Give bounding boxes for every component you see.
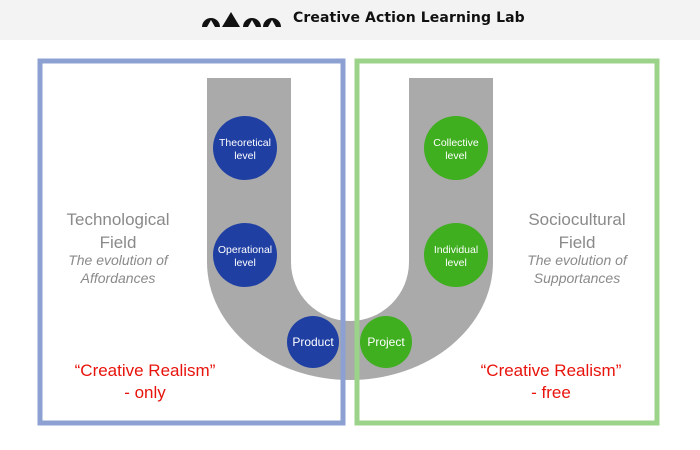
header-title: Creative Action Learning Lab — [293, 10, 525, 26]
sociocultural-field-title: Sociocultural — [528, 210, 625, 229]
project-node — [360, 316, 412, 368]
technological-field-subtitle-line2: Affordances — [80, 270, 156, 286]
collective-level-node — [424, 116, 488, 180]
left-realism-label: “Creative Realism” — [75, 361, 216, 380]
product-label: Product — [292, 335, 334, 349]
operational-level-label: Operational — [218, 244, 272, 256]
project-label: Project — [367, 335, 405, 349]
collective-level-label: Collective — [433, 137, 479, 149]
header-bar: Creative Action Learning Lab — [0, 0, 700, 40]
individual-level-label-line2: level — [445, 257, 467, 269]
sociocultural-field-title-line2: Field — [559, 233, 596, 252]
right-realism-label: “Creative Realism” — [481, 361, 622, 380]
technological-field-title-line2: Field — [100, 233, 137, 252]
collective-level-label-line2: level — [445, 150, 467, 162]
theoretical-level-label: Theoretical — [219, 137, 271, 149]
operational-level-node — [213, 223, 277, 287]
product-node — [287, 316, 339, 368]
technological-field-title: Technological — [66, 210, 169, 229]
theoretical-level-node — [213, 116, 277, 180]
right-realism-qualifier: - free — [531, 383, 571, 402]
individual-level-label: Individual — [434, 244, 478, 256]
individual-level-node — [424, 223, 488, 287]
call-logo — [202, 12, 281, 27]
u-shape — [207, 78, 493, 380]
sociocultural-field-frame — [354, 58, 660, 426]
sociocultural-field-subtitle: The evolution of — [527, 252, 629, 268]
left-realism-qualifier: - only — [124, 383, 166, 402]
operational-level-label-line2: level — [234, 257, 256, 269]
technological-field-frame — [37, 58, 346, 426]
sociocultural-field-subtitle-line2: Supportances — [534, 270, 620, 286]
theoretical-level-label-line2: level — [234, 150, 256, 162]
technological-field-subtitle: The evolution of — [68, 252, 170, 268]
